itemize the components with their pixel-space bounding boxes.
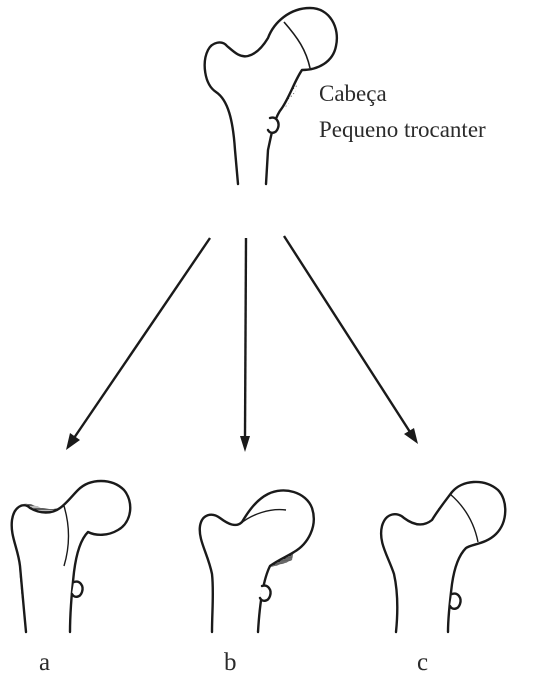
top-femur-outline	[205, 8, 337, 184]
femur-c-outline	[381, 482, 505, 632]
label-b: b	[224, 649, 237, 676]
arrow-to-b	[240, 238, 250, 452]
femur-a-outline	[12, 481, 131, 632]
femur-b	[200, 490, 314, 632]
top-femur	[205, 8, 337, 184]
arrow-to-a	[66, 238, 210, 450]
arrow-to-c	[284, 236, 418, 444]
label-head: Cabeça	[319, 81, 387, 106]
femur-c	[381, 482, 505, 632]
label-c: c	[417, 649, 428, 676]
label-lesser-trochanter: Pequeno trocanter	[319, 117, 486, 142]
label-a: a	[39, 649, 50, 676]
femur-b-outline	[200, 490, 314, 632]
femur-a	[12, 481, 131, 632]
